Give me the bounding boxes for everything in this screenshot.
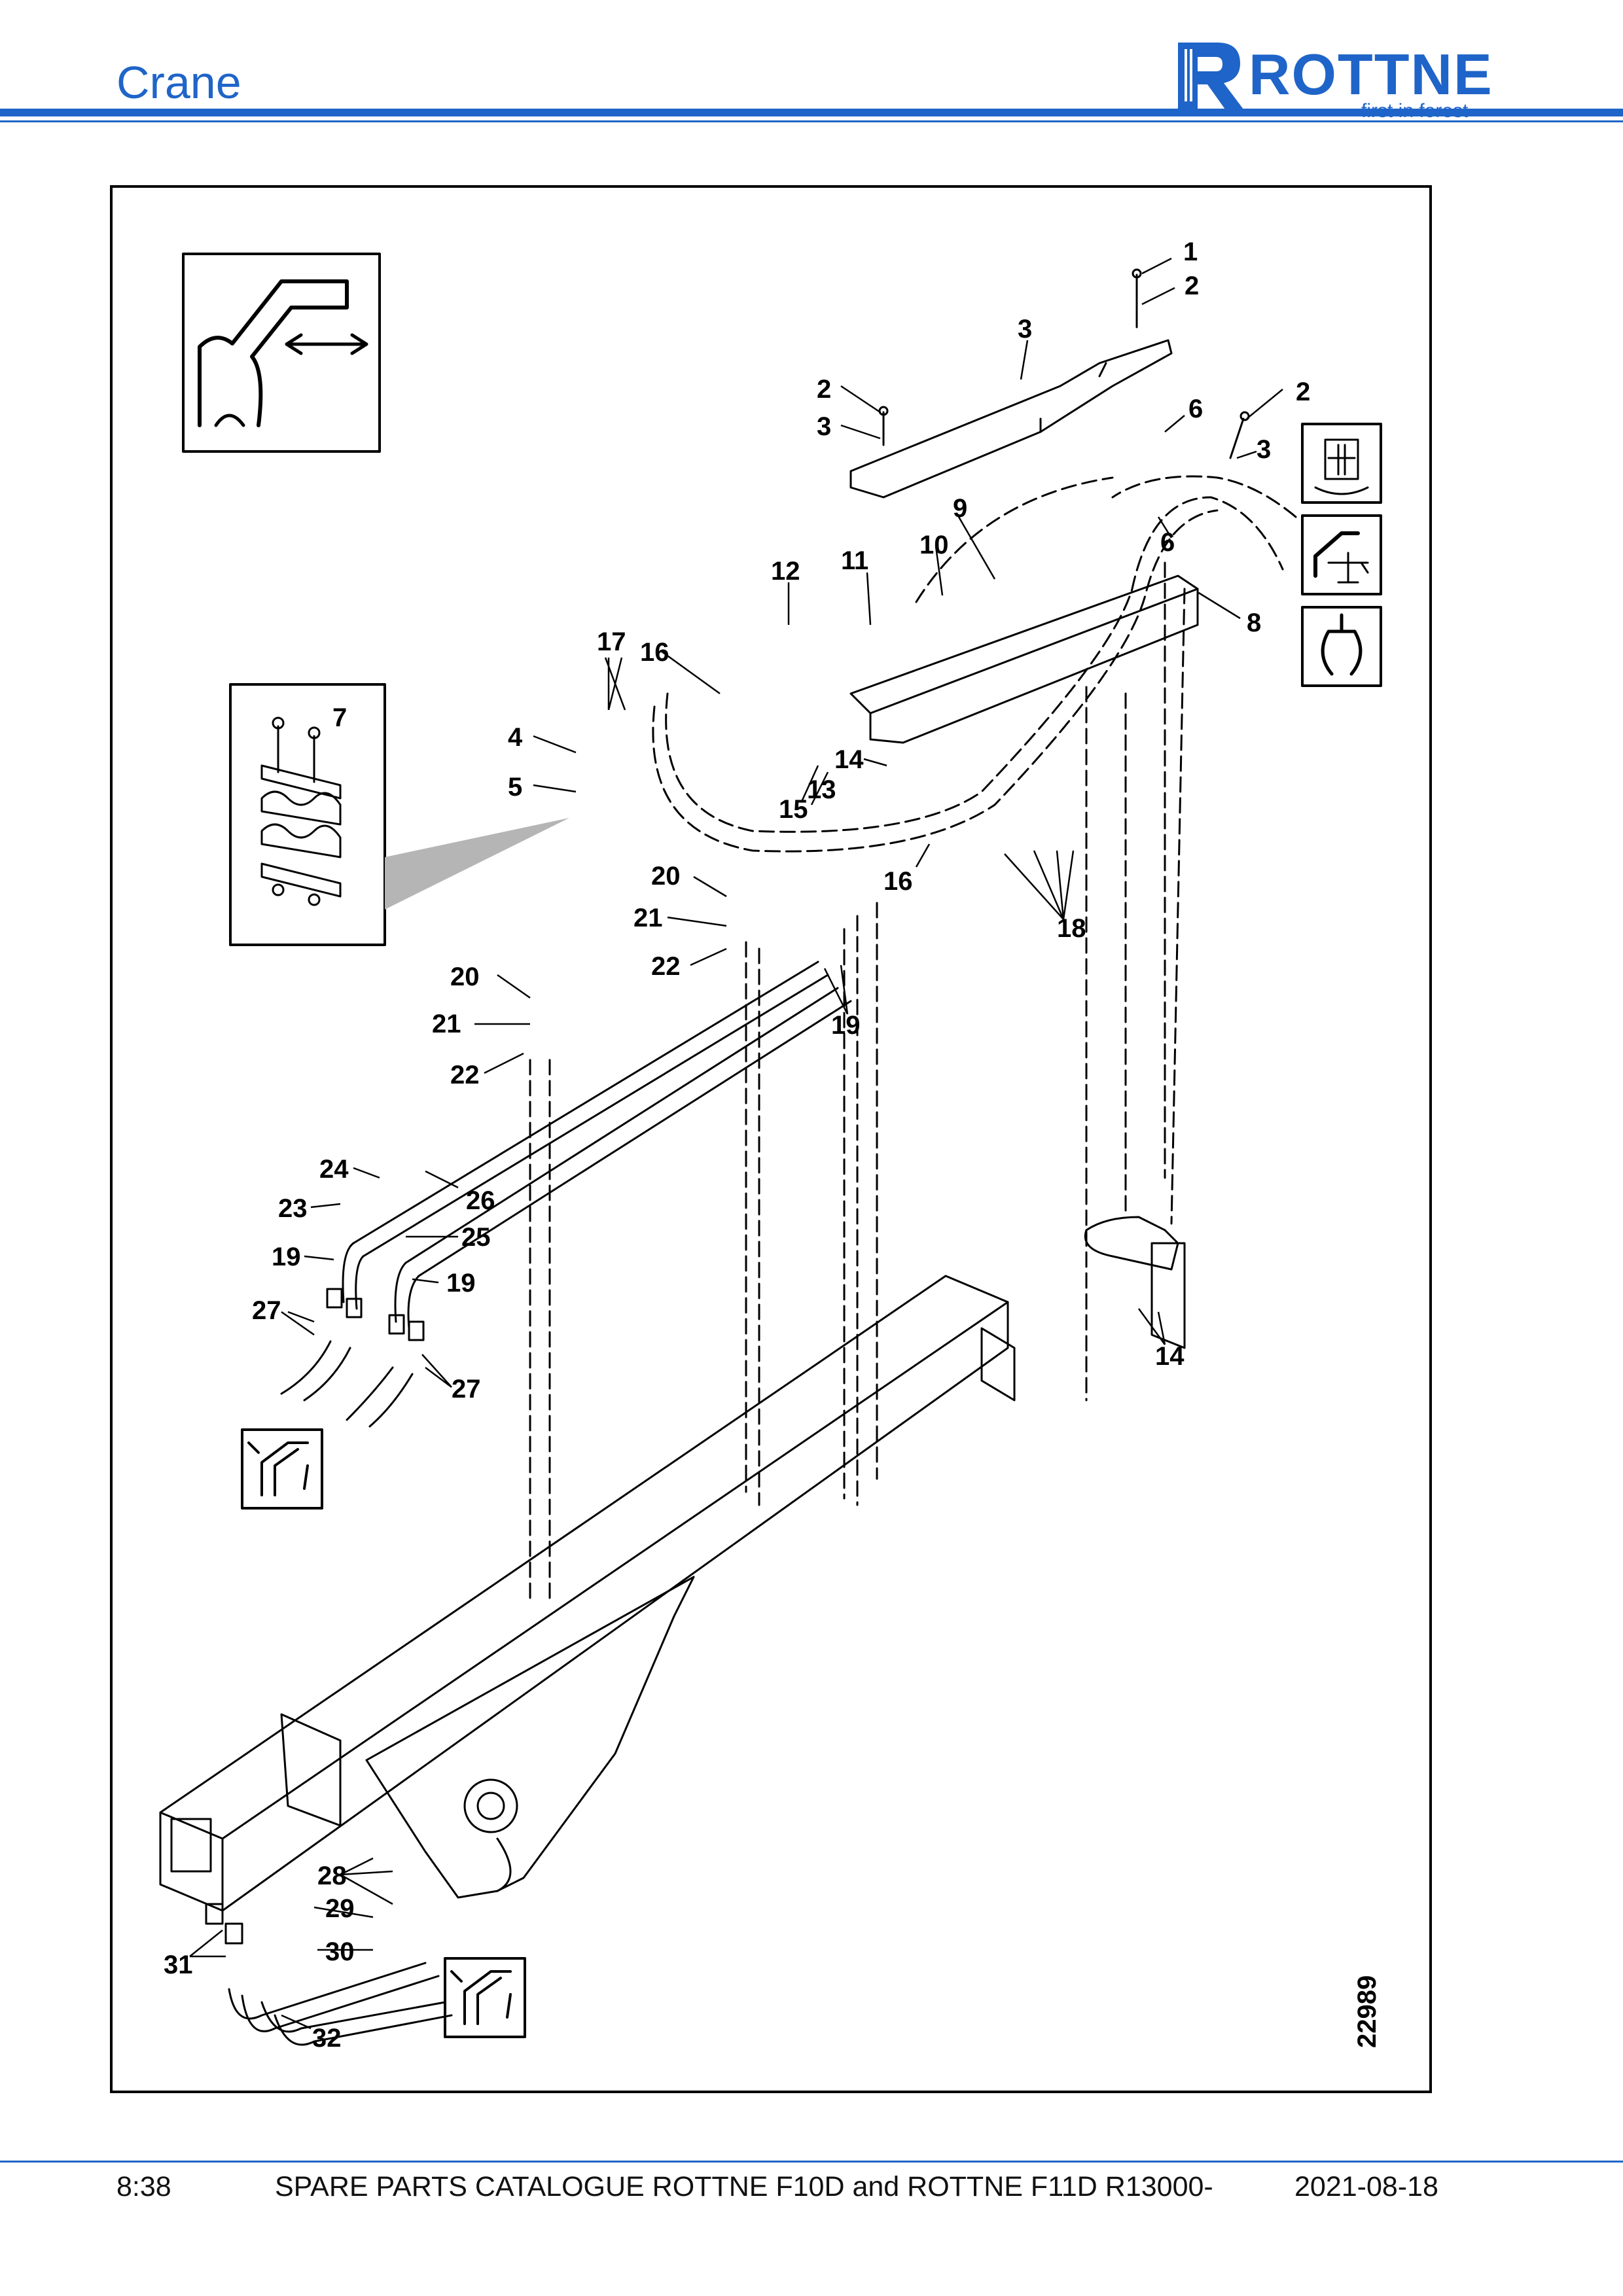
callout-1: 3 <box>1018 315 1032 344</box>
callout-19: 19 <box>272 1243 301 1271</box>
callout-20: 20 <box>450 963 480 991</box>
callout-13: 13 <box>807 775 836 804</box>
callout-labels: 1 2 3 2 3 2 3 6 6 8 9 10 11 12 16 17 7 4… <box>164 238 1310 2053</box>
inset-pointer <box>385 818 569 910</box>
callout-16: 16 <box>640 638 669 667</box>
extension-function-icon-upper <box>241 1428 323 1510</box>
callout-2: 2 <box>817 375 831 404</box>
callout-21: 21 <box>633 904 663 932</box>
callout-2: 1 <box>1183 238 1198 266</box>
grapple-icon <box>1301 606 1382 687</box>
callout-27: 27 <box>252 1296 281 1325</box>
callout-12: 12 <box>771 557 800 586</box>
long-hose-bundle <box>342 961 852 1330</box>
footer-rule <box>0 2161 1623 2163</box>
callout-23: 23 <box>278 1194 308 1223</box>
diagram-reference-number: 22989 <box>1353 1975 1382 2048</box>
callout-32: 32 <box>312 2024 342 2053</box>
callout-11: 11 <box>841 546 868 575</box>
callout-18: 18 <box>1057 914 1086 943</box>
hose-routing-lines <box>529 475 1297 1604</box>
rotator-icon <box>1301 423 1382 504</box>
cover-plate <box>849 339 1173 499</box>
lower-hose-assembly <box>205 1903 453 2046</box>
extension-function-icon-lower <box>444 1957 526 2038</box>
telescope-boom-icon <box>182 253 381 453</box>
logo-wordmark: ROTTNE <box>1249 42 1493 107</box>
knuckle-mount-plate <box>1084 1216 1186 1349</box>
callout-17: 17 <box>597 627 626 656</box>
callout-21: 21 <box>432 1010 461 1038</box>
page-number: 8:38 <box>116 2171 171 2202</box>
callout-19: 19 <box>831 1011 861 1040</box>
callout-9: 9 <box>953 494 967 523</box>
callout-5: 5 <box>508 773 522 802</box>
callout-6: 6 <box>1160 528 1175 557</box>
diagram-frame <box>110 185 1432 2093</box>
publication-date: 2021-08-18 <box>1294 2171 1438 2202</box>
callout-31: 31 <box>164 1951 193 1979</box>
section-title: Crane <box>116 57 241 108</box>
callout-27: 27 <box>452 1375 481 1404</box>
callout-3: 3 <box>1257 435 1271 464</box>
callout-7: 7 <box>332 703 347 732</box>
callout-leaders <box>189 257 1283 2030</box>
callout-25: 25 <box>461 1223 491 1252</box>
header-rule-thin <box>0 120 1623 122</box>
callout-30: 30 <box>325 1937 355 1966</box>
callout-3: 2 <box>1185 272 1199 300</box>
callout-29: 29 <box>325 1894 355 1923</box>
callout-15: 15 <box>779 795 808 824</box>
callout-14: 14 <box>834 745 864 774</box>
callout-4: 4 <box>508 723 523 752</box>
callout-22: 22 <box>651 952 681 981</box>
hose-support-bracket <box>849 574 1199 744</box>
callout-3: 3 <box>817 412 831 441</box>
rottne-emblem-icon <box>1178 43 1243 109</box>
callout-22: 22 <box>450 1061 480 1089</box>
main-boom <box>159 1275 1016 1912</box>
hose-fittings-left <box>280 1288 425 1428</box>
callout-24: 24 <box>319 1155 349 1184</box>
callout-8: 8 <box>1247 609 1261 637</box>
callout-10: 10 <box>919 531 949 559</box>
crane-swing-icon <box>1301 514 1382 595</box>
callout-26: 26 <box>466 1186 495 1215</box>
detail-inset-clamp <box>229 683 386 946</box>
callout-16: 16 <box>883 867 913 896</box>
catalogue-title: SPARE PARTS CATALOGUE ROTTNE F10D and RO… <box>275 2171 1213 2202</box>
header-rule-thick <box>0 109 1623 116</box>
callout-14: 14 <box>1155 1342 1185 1371</box>
mounting-bolts <box>882 274 1245 459</box>
callout-20: 20 <box>651 862 681 891</box>
boom-lift-bracket <box>365 1576 695 1899</box>
callout-6: 6 <box>1188 395 1203 423</box>
callout-19: 19 <box>446 1269 476 1298</box>
callout-28: 28 <box>317 1862 347 1890</box>
callout-2: 2 <box>1296 378 1310 406</box>
